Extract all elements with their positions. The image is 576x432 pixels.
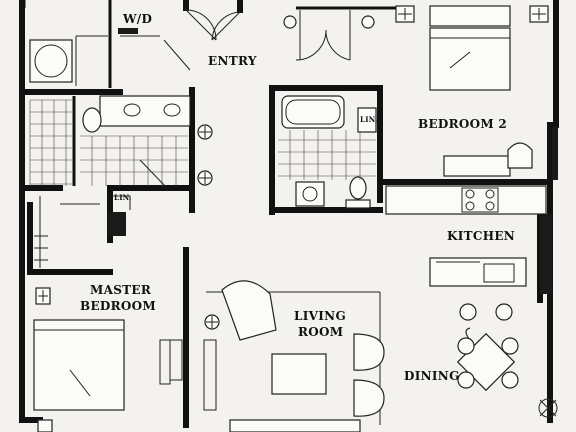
master-bedroom-furniture [33,287,171,432]
master-closet [34,195,131,268]
label-linen-master: LIN. [114,193,132,202]
entry-doors [163,9,351,71]
washer-dryer-closet [29,35,160,86]
label-living-line1: LIVING [294,309,346,323]
label-entry: ENTRY [208,54,257,68]
label-living-line2: ROOM [298,325,344,339]
label-master-line2: BEDROOM [80,299,156,313]
label-master-line1: MASTER [90,283,152,297]
light-fixtures [118,15,375,186]
living-room-furniture [169,280,385,432]
bathroom-2 [278,95,377,209]
shower-tile [29,99,188,186]
dining-set [456,303,558,418]
label-wd: W/D [123,12,153,26]
kitchen-counters [385,185,552,294]
label-bedroom-2: BEDROOM 2 [418,117,508,131]
label-dining: DINING [404,369,460,383]
label-kitchen: KITCHEN [447,229,516,243]
master-bathroom [29,95,191,187]
bedroom-2-furniture [395,5,558,180]
label-linen-bath2: LIN. [360,115,378,124]
bath2-tile [278,130,376,180]
